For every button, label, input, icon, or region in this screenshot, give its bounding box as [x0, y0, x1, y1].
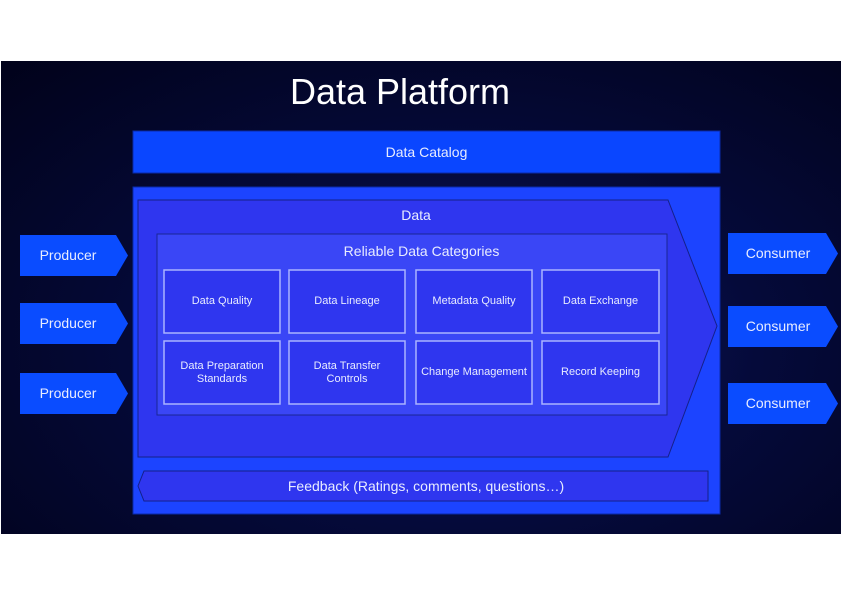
- category-cell: [415, 269, 533, 334]
- category-label: Data Exchange: [562, 295, 639, 308]
- category-label: Data Preparation Standards: [180, 359, 264, 385]
- producer-label: Producer: [39, 315, 97, 332]
- consumer-label: Consumer: [745, 395, 811, 412]
- category-cell: [163, 340, 281, 405]
- category-cell: [541, 340, 660, 405]
- consumer-label: Consumer: [745, 245, 811, 262]
- categories-title: Reliable Data Categories: [343, 242, 500, 259]
- producer-label: Producer: [39, 385, 97, 402]
- category-cell: [288, 269, 406, 334]
- category-cell: [541, 269, 660, 334]
- category-label: Data Transfer Controls: [313, 359, 381, 385]
- consumer-label: Consumer: [745, 318, 811, 335]
- category-label: Change Management: [421, 366, 527, 379]
- category-label: Metadata Quality: [432, 295, 516, 308]
- producer-arrow: [20, 373, 128, 414]
- category-cell: [163, 269, 281, 334]
- producer-arrow: [20, 235, 128, 276]
- category-label: Data Lineage: [314, 295, 380, 308]
- feedback-arrow: [137, 470, 709, 502]
- consumer-arrow: [728, 233, 838, 274]
- feedback-label: Feedback (Ratings, comments, questions…): [287, 477, 565, 494]
- page-title: Data Platform: [289, 71, 511, 113]
- category-label: Data Quality: [191, 295, 253, 308]
- category-cell: [415, 340, 533, 405]
- producer-label: Producer: [39, 247, 97, 264]
- data-label: Data: [401, 206, 431, 223]
- category-cell: [288, 340, 406, 405]
- data-catalog-label: Data Catalog: [385, 143, 468, 160]
- consumer-arrow: [728, 383, 838, 424]
- category-label: Record Keeping: [561, 366, 640, 379]
- data-catalog-box: [132, 130, 721, 174]
- consumer-arrow: [728, 306, 838, 347]
- producer-arrow: [20, 303, 128, 344]
